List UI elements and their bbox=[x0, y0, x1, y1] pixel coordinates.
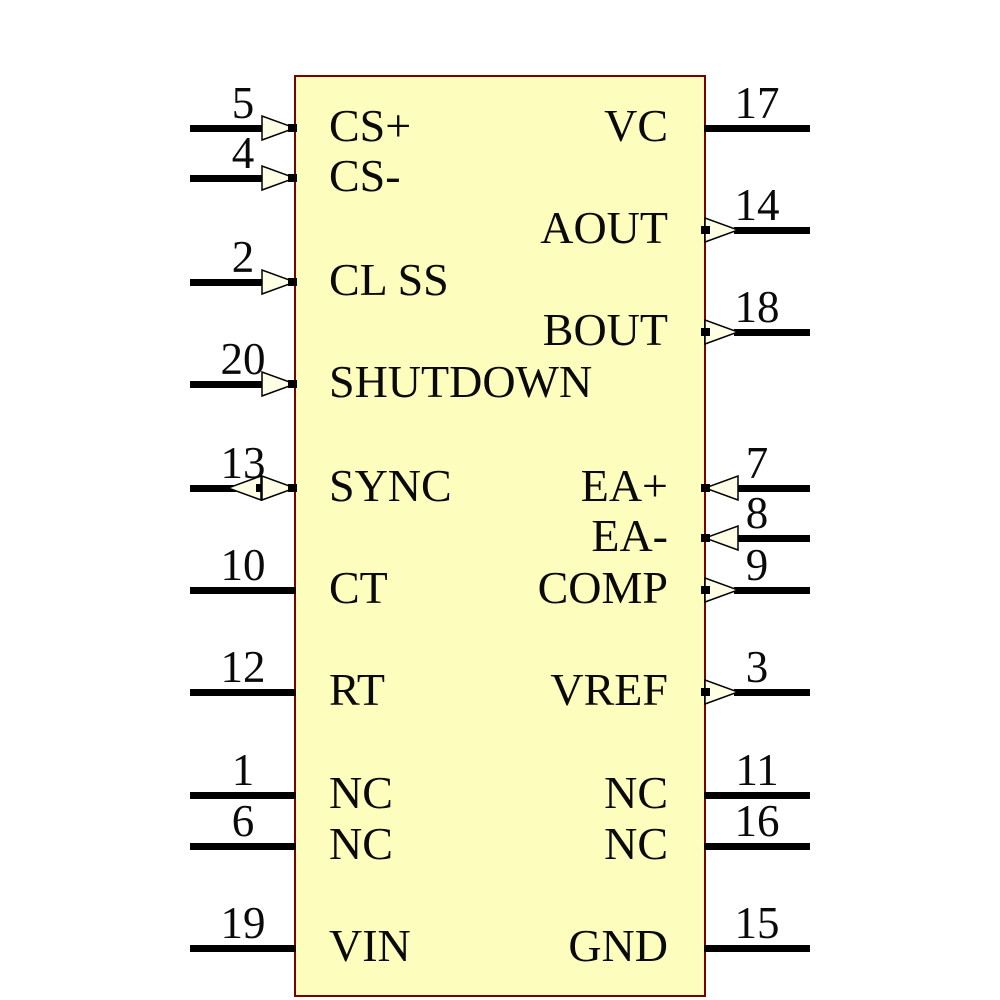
input-arrow-icon bbox=[702, 474, 739, 502]
ic-body bbox=[294, 75, 706, 997]
pin-label: COMP bbox=[537, 562, 668, 613]
pin-label: SHUTDOWN bbox=[329, 356, 593, 407]
pin-number: 11 bbox=[735, 745, 779, 795]
pin-connection-nub bbox=[701, 688, 710, 696]
pin-wire bbox=[734, 587, 810, 594]
pin-connection-nub bbox=[288, 380, 297, 388]
pin-number: 5 bbox=[231, 78, 255, 128]
pin-number: 17 bbox=[734, 78, 780, 128]
pin-label: EA- bbox=[591, 510, 668, 561]
pin-connection-nub bbox=[701, 226, 710, 234]
pin-wire bbox=[190, 175, 268, 182]
pin-number: 8 bbox=[745, 488, 769, 538]
pin-label: RT bbox=[329, 664, 386, 715]
pin-wire bbox=[190, 843, 296, 850]
pin-label: VIN bbox=[329, 920, 411, 971]
pin-number: 14 bbox=[734, 180, 780, 230]
pin-label: CS- bbox=[329, 150, 401, 201]
pin-wire bbox=[734, 227, 810, 234]
input-arrow-icon bbox=[261, 370, 298, 398]
pin-number: 10 bbox=[220, 540, 266, 590]
pin-connection-nub bbox=[701, 328, 710, 336]
pin-number: 20 bbox=[220, 334, 266, 384]
pin-wire bbox=[734, 689, 810, 696]
pin-wire bbox=[190, 485, 236, 492]
pin-number: 4 bbox=[231, 128, 255, 178]
pin-number: 7 bbox=[745, 438, 769, 488]
pin-wire bbox=[190, 792, 296, 799]
pin-wire bbox=[190, 381, 268, 388]
pin-number: 2 bbox=[231, 232, 255, 282]
pin-wire bbox=[704, 843, 810, 850]
input-arrow-icon bbox=[702, 524, 739, 552]
pin-label: BOUT bbox=[542, 304, 668, 355]
pin-number: 18 bbox=[734, 282, 780, 332]
pin-wire bbox=[190, 689, 296, 696]
bidirectional-arrow-right-icon bbox=[261, 474, 298, 502]
pin-label: VC bbox=[604, 100, 668, 151]
pin-label: EA+ bbox=[580, 460, 668, 511]
pin-number: 15 bbox=[734, 898, 780, 948]
pin-number: 16 bbox=[734, 796, 780, 846]
pin-label: NC bbox=[329, 818, 393, 869]
pin-number: 3 bbox=[745, 642, 769, 692]
pin-wire bbox=[704, 125, 810, 132]
pin-wire bbox=[704, 792, 810, 799]
pin-number: 6 bbox=[231, 796, 255, 846]
pin-label: CS+ bbox=[329, 100, 412, 151]
pin-label: VREF bbox=[550, 664, 668, 715]
pin-connection-nub bbox=[288, 278, 297, 286]
pin-label: AOUT bbox=[540, 202, 668, 253]
pin-label: CT bbox=[329, 562, 388, 613]
pin-connection-nub bbox=[701, 484, 710, 492]
pin-number: 9 bbox=[745, 540, 769, 590]
pin-number: 1 bbox=[231, 745, 255, 795]
pin-label: GND bbox=[568, 920, 668, 971]
pin-label: CL SS bbox=[329, 254, 449, 305]
input-arrow-icon bbox=[261, 114, 298, 142]
pin-wire bbox=[190, 945, 296, 952]
pin-number: 19 bbox=[220, 898, 266, 948]
pin-label: NC bbox=[329, 767, 393, 818]
pin-connection-nub bbox=[288, 124, 297, 132]
pin-label: SYNC bbox=[329, 460, 452, 511]
pin-wire bbox=[704, 945, 810, 952]
pin-label: NC bbox=[604, 818, 668, 869]
pin-connection-nub bbox=[701, 534, 710, 542]
input-arrow-icon bbox=[261, 164, 298, 192]
pin-label: NC bbox=[604, 767, 668, 818]
pin-wire bbox=[190, 125, 268, 132]
pin-connection-nub bbox=[288, 174, 297, 182]
input-arrow-icon bbox=[261, 268, 298, 296]
pin-number: 13 bbox=[220, 438, 266, 488]
pin-wire bbox=[734, 535, 810, 542]
pin-number: 12 bbox=[220, 642, 266, 692]
pin-wire bbox=[734, 329, 810, 336]
pin-wire bbox=[190, 279, 268, 286]
pin-connection-nub bbox=[701, 586, 710, 594]
pin-wire bbox=[190, 587, 296, 594]
pin-connection-nub bbox=[256, 484, 265, 492]
pin-connection-nub bbox=[288, 484, 297, 492]
pin-wire bbox=[734, 485, 810, 492]
